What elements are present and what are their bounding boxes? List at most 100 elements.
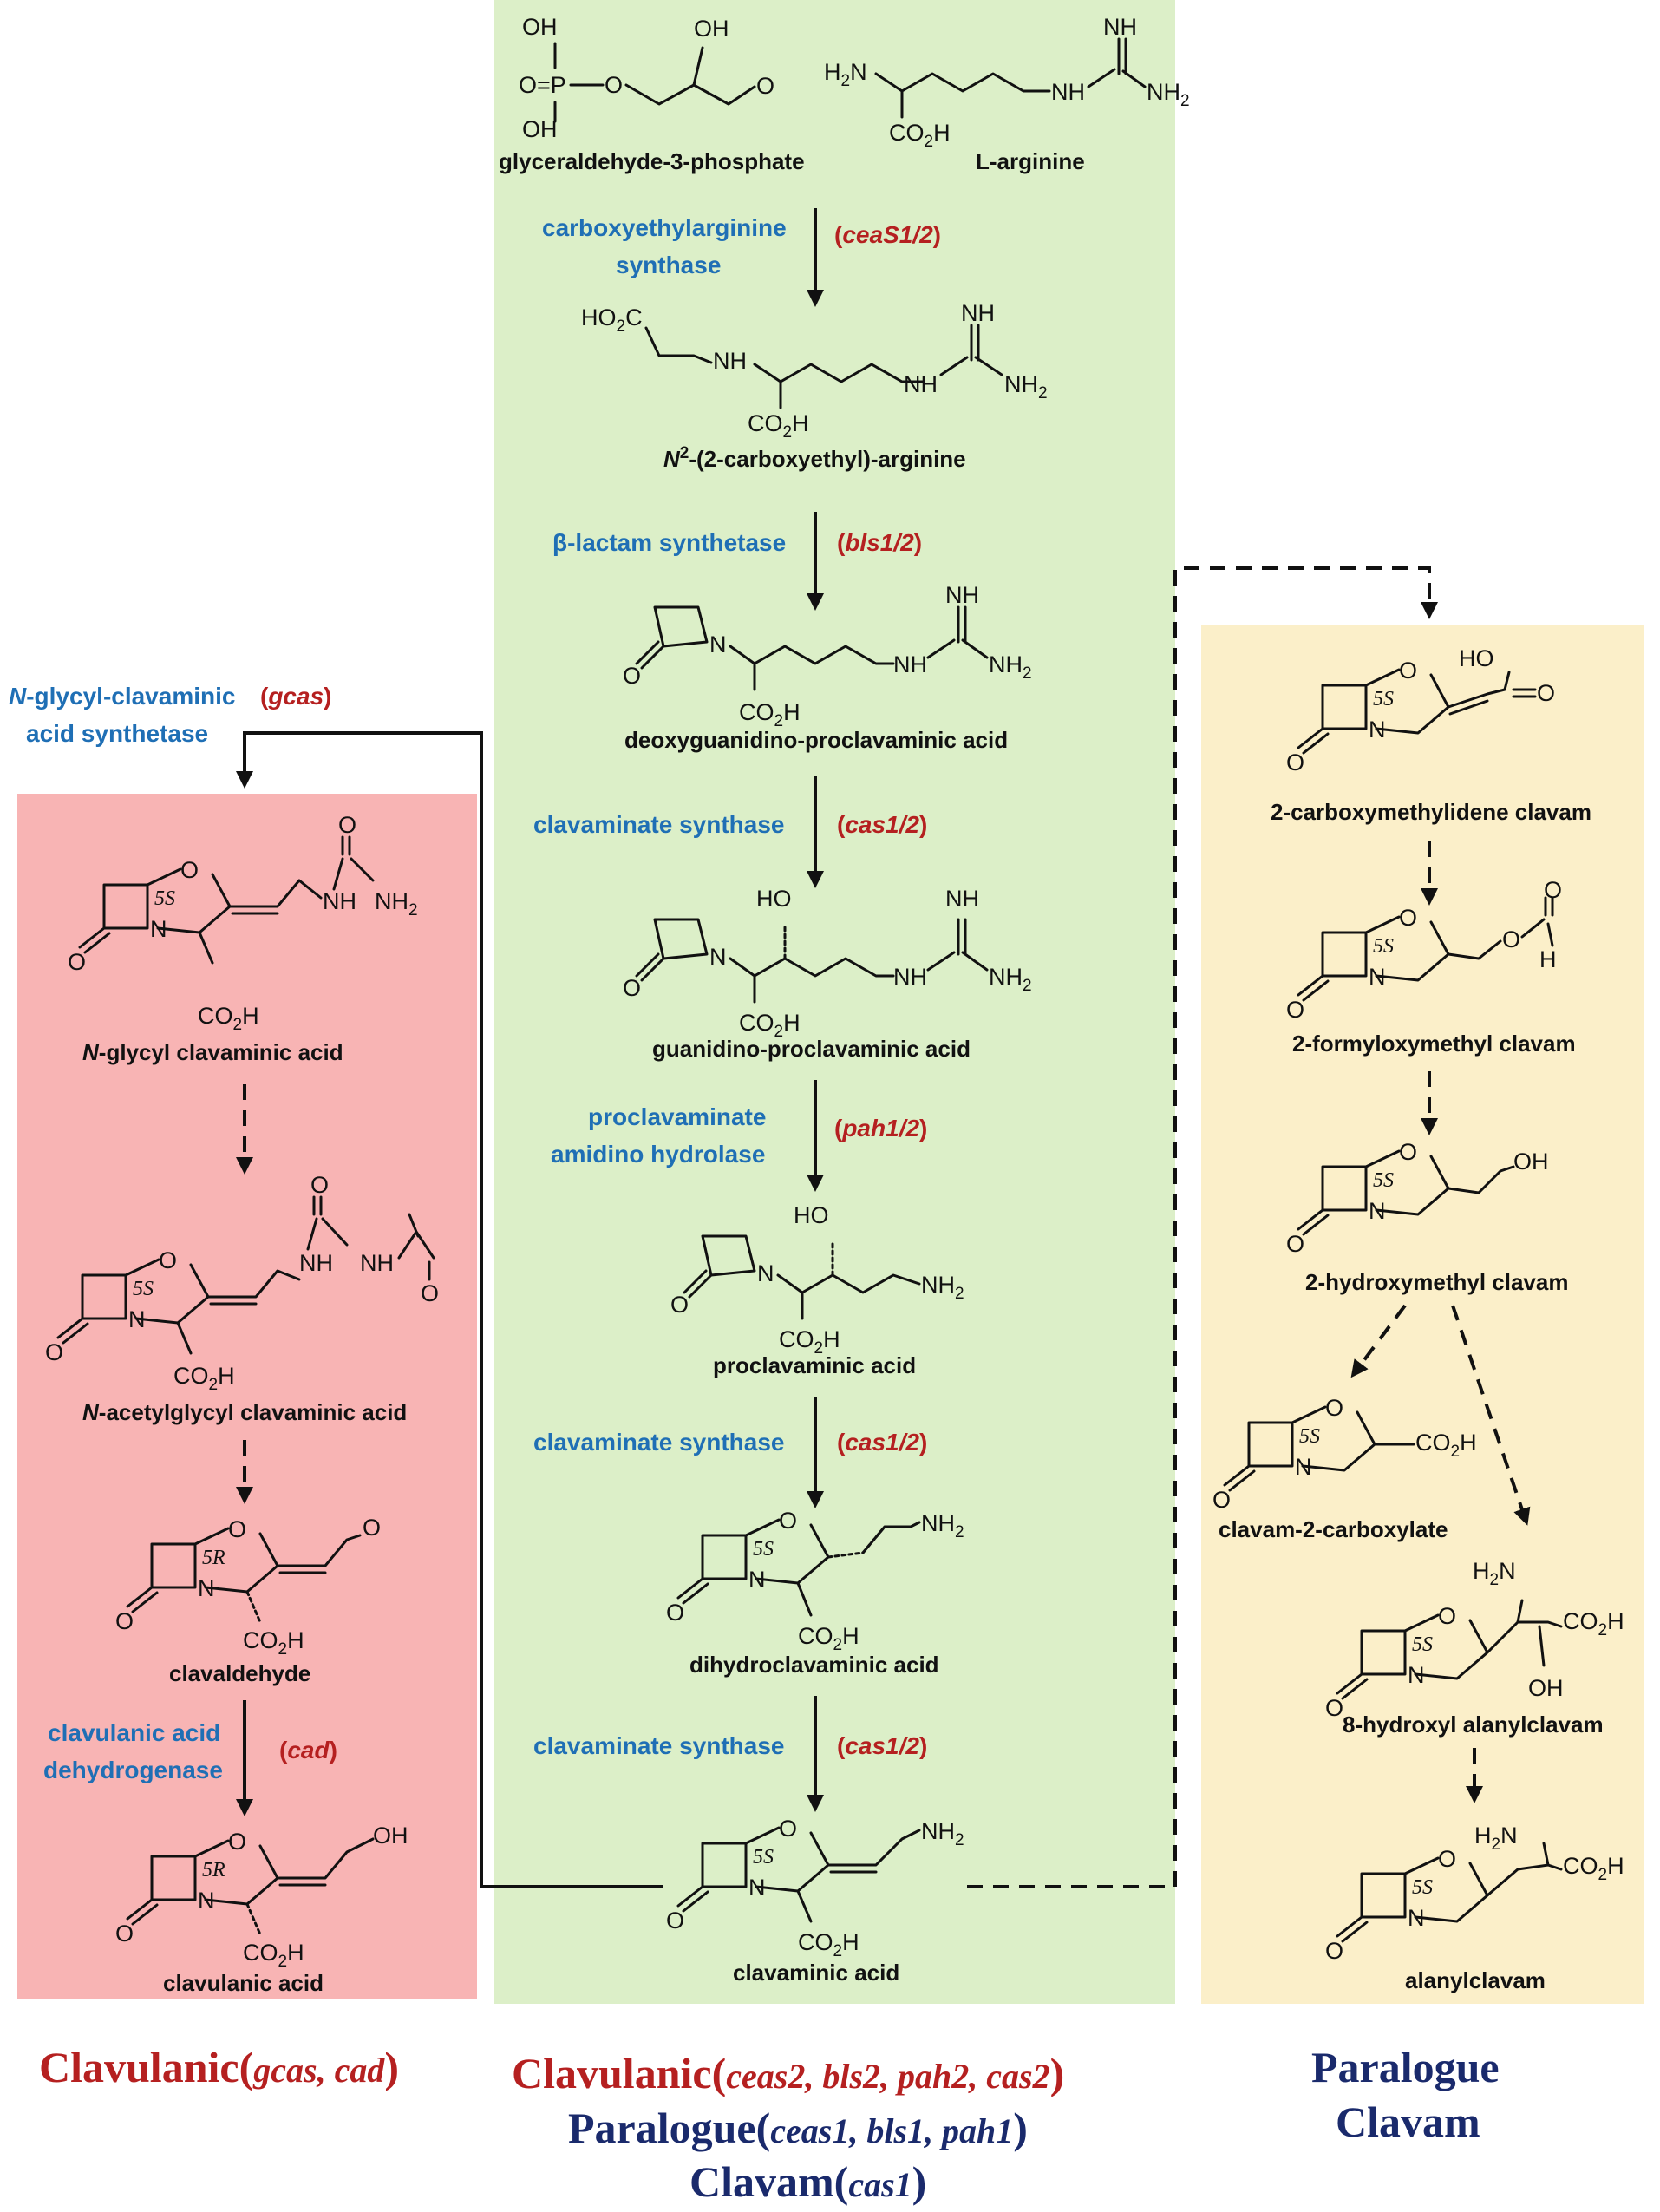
structure-clavulanic-acid: O 5R N O OH CO2H: [115, 1823, 408, 1971]
svg-text:HO: HO: [1459, 645, 1494, 671]
svg-text:N: N: [198, 1888, 215, 1914]
arrow-to-clavam-branch: [967, 566, 1438, 1888]
svg-text:N: N: [128, 1306, 146, 1332]
svg-text:O: O: [228, 1829, 246, 1855]
svg-text:N: N: [748, 1875, 766, 1901]
svg-text:O: O: [623, 975, 641, 1001]
svg-text:NH: NH: [893, 651, 927, 677]
svg-text:O: O: [1399, 905, 1417, 931]
label-2-hydroxymethyl-clavam: 2-hydroxymethyl clavam: [1305, 1269, 1568, 1295]
svg-text:O: O: [1537, 680, 1555, 706]
svg-text:NH: NH: [713, 348, 747, 374]
svg-text:O: O: [1502, 926, 1520, 952]
label-2-formyloxymethyl-clavam: 2-formyloxymethyl clavam: [1292, 1031, 1576, 1057]
svg-text:5S: 5S: [154, 887, 175, 910]
svg-text:O: O: [1286, 749, 1304, 776]
svg-text:O: O: [756, 73, 774, 99]
svg-text:O: O: [1399, 1139, 1417, 1165]
svg-text:O: O: [338, 812, 356, 838]
svg-text:N: N: [1369, 964, 1386, 990]
structure-n-acetylglycyl-clavaminic-acid: O 5S N O NH O NH O CO2H: [45, 1172, 439, 1394]
structure-glyceraldehyde-3-phosphate: OH O=P O OH OH O: [519, 14, 774, 142]
svg-text:N: N: [709, 944, 727, 970]
svg-text:NH: NH: [904, 371, 938, 397]
gene-cas-b: (cas1/2): [837, 1429, 927, 1456]
svg-text:O: O: [670, 1292, 689, 1318]
svg-text:H: H: [1539, 946, 1557, 972]
svg-text:5S: 5S: [133, 1278, 154, 1300]
svg-text:O: O: [1438, 1603, 1456, 1629]
svg-text:O: O: [363, 1515, 381, 1541]
svg-text:5S: 5S: [1412, 1633, 1433, 1656]
label-clavulanic-acid: clavulanic acid: [163, 1970, 324, 1996]
svg-text:N: N: [709, 632, 727, 658]
label-proclavaminic-acid: proclavaminic acid: [713, 1352, 916, 1378]
svg-text:NH: NH: [893, 964, 927, 990]
svg-text:NH: NH: [961, 300, 995, 326]
enzyme-proclavaminate-amidino-hydrolase-2: amidino hydrolase: [551, 1141, 765, 1168]
structure-2-carboxymethylidene-clavam: O 5S N O HO O: [1286, 645, 1555, 776]
label-8-hydroxyl-alanylclavam: 8-hydroxyl alanylclavam: [1343, 1711, 1604, 1738]
footer-center-2: Paralogue(ceas1, bls1, pah1): [568, 2104, 1028, 2152]
footer-right-2: Clavam: [1336, 2097, 1480, 2146]
label-n-glycyl-clavaminic-acid: N-glycyl clavaminic acid: [82, 1039, 343, 1065]
svg-text:HO: HO: [756, 886, 792, 912]
svg-text:5R: 5R: [202, 1547, 225, 1569]
svg-text:O: O: [228, 1516, 246, 1542]
svg-text:5S: 5S: [1373, 1169, 1394, 1192]
svg-text:N: N: [1295, 1454, 1312, 1480]
svg-text:N: N: [1408, 1905, 1425, 1931]
svg-text:O: O: [623, 663, 641, 689]
gene-bls: (bls1/2): [837, 529, 922, 556]
label-dihydroclavaminic-acid: dihydroclavaminic acid: [689, 1652, 939, 1678]
svg-text:HO: HO: [794, 1202, 829, 1228]
svg-text:O: O: [1438, 1846, 1456, 1872]
svg-text:O: O: [1399, 658, 1417, 684]
svg-text:O: O: [666, 1908, 684, 1934]
svg-text:O: O: [45, 1339, 63, 1365]
footer-left: Clavulanic(gcas, cad): [39, 2043, 399, 2091]
svg-text:O: O: [779, 1508, 797, 1534]
enzyme-gcas-2: acid synthetase: [26, 720, 208, 747]
svg-text:OH: OH: [373, 1823, 408, 1849]
label-clavaminic-acid: clavaminic acid: [733, 1960, 899, 1986]
structure-2-hydroxymethyl-clavam: O 5S N O OH: [1286, 1139, 1549, 1257]
gene-cas-a: (cas1/2): [837, 811, 927, 838]
svg-text:O: O: [779, 1816, 797, 1842]
label-clavam-2-carboxylate: clavam-2-carboxylate: [1219, 1516, 1448, 1542]
svg-text:OH: OH: [694, 16, 729, 42]
svg-text:5S: 5S: [753, 1846, 774, 1868]
svg-text:N: N: [150, 916, 167, 942]
svg-text:NH: NH: [1103, 14, 1137, 40]
arrow-to-clavulanic-branch: [236, 731, 663, 1888]
svg-text:N: N: [1408, 1662, 1425, 1688]
svg-text:OH: OH: [522, 14, 558, 40]
svg-text:N: N: [757, 1260, 774, 1286]
svg-text:O: O: [115, 1921, 134, 1947]
footer-right-1: Paralogue: [1311, 2043, 1500, 2091]
svg-text:O: O: [68, 949, 86, 975]
svg-text:N: N: [748, 1567, 766, 1593]
right-panel: [1201, 625, 1644, 2004]
label-n-acetylglycyl-clavaminic-acid: N-acetylglycyl clavaminic acid: [82, 1399, 407, 1425]
svg-text:N: N: [1369, 717, 1386, 743]
footer-center-3: Clavam(cas1): [689, 2157, 926, 2206]
svg-text:NH: NH: [299, 1250, 333, 1276]
gene-gcas: (gcas): [260, 683, 331, 710]
svg-text:O: O: [1286, 997, 1304, 1023]
svg-text:O: O: [310, 1172, 329, 1198]
gene-cas-c: (cas1/2): [837, 1732, 927, 1759]
svg-text:O: O: [421, 1280, 439, 1306]
svg-text:O: O: [666, 1600, 684, 1626]
svg-text:N: N: [1369, 1198, 1386, 1224]
label-clavaldehyde: clavaldehyde: [169, 1660, 310, 1686]
structure-deoxyguanidino-proclavaminic-acid: O N CO2H NH NH NH2: [623, 582, 1032, 730]
label-n2-carboxyethyl-arginine: N2-(2-carboxyethyl)-arginine: [663, 444, 966, 472]
svg-text:N: N: [198, 1575, 215, 1601]
svg-text:5S: 5S: [1373, 688, 1394, 710]
svg-text:O: O: [1286, 1231, 1304, 1257]
enzyme-beta-lactam-synthetase: β-lactam synthetase: [552, 529, 786, 556]
label-alanylclavam: alanylclavam: [1405, 1967, 1546, 1993]
label-glyceraldehyde-3-phosphate: glyceraldehyde-3-phosphate: [499, 148, 805, 174]
enzyme-carboxyethylarginine-synthase-1: carboxyethylarginine: [542, 214, 787, 241]
